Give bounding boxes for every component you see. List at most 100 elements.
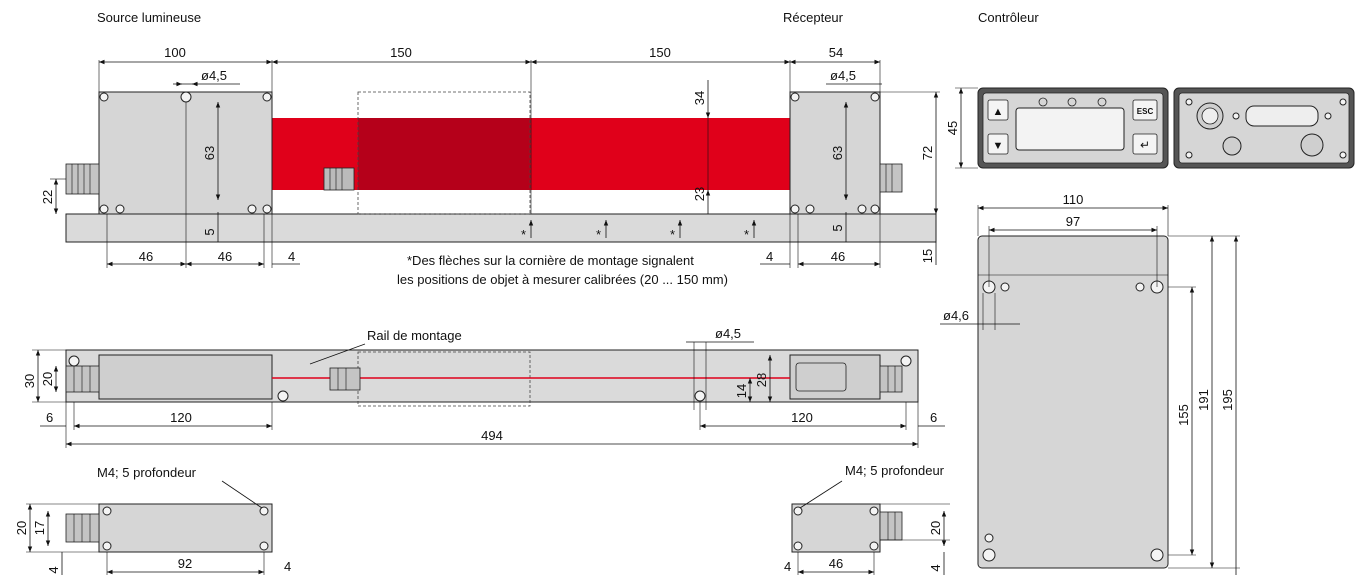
dim-45: 45 bbox=[945, 121, 960, 135]
source-connector bbox=[65, 163, 100, 195]
asterisk: * bbox=[596, 227, 601, 242]
dim-46: 46 bbox=[139, 249, 153, 264]
led-icon bbox=[1067, 97, 1077, 107]
source-bottom bbox=[98, 503, 273, 553]
dim-92: 92 bbox=[178, 556, 192, 571]
controller-body bbox=[977, 235, 1169, 569]
dim-hole-ctrl: ø4,6 bbox=[943, 308, 969, 323]
dim-34: 34 bbox=[692, 91, 707, 105]
down-icon: ▼ bbox=[993, 140, 1004, 152]
screw-icon bbox=[790, 92, 800, 102]
bottom-view-receiver: M4; 5 profondeur 20 4 46 4 bbox=[784, 463, 950, 575]
receiver-title: Récepteur bbox=[783, 10, 844, 25]
dim-20: 20 bbox=[40, 372, 55, 386]
dim-195: 195 bbox=[1220, 389, 1235, 411]
receiver-connector bbox=[879, 163, 903, 193]
led-icon bbox=[1038, 97, 1048, 107]
thread-hole-icon bbox=[102, 541, 112, 551]
screw-icon bbox=[262, 204, 272, 214]
dim-155: 155 bbox=[1176, 404, 1191, 426]
esc-label: ESC bbox=[1137, 107, 1154, 116]
dim-6: 6 bbox=[46, 410, 53, 425]
top-view: Rail de montage ø4,5 30 20 28 14 6 120 1… bbox=[22, 326, 945, 448]
dim-4: 4 bbox=[284, 559, 291, 574]
dim-46: 46 bbox=[829, 556, 843, 571]
dim-22: 22 bbox=[40, 190, 55, 204]
dim-30: 30 bbox=[22, 374, 37, 388]
dim-hole-rcv: ø4,5 bbox=[830, 68, 856, 83]
source-housing bbox=[98, 91, 273, 215]
key-down bbox=[987, 133, 1009, 155]
thread-hole-icon bbox=[793, 541, 803, 551]
thread-hole-icon bbox=[869, 506, 879, 516]
screw-icon bbox=[870, 92, 880, 102]
controller-display bbox=[1015, 107, 1125, 151]
key-up bbox=[987, 99, 1009, 121]
dim-4: 4 bbox=[784, 559, 791, 574]
screw-icon bbox=[805, 204, 815, 214]
mounting-rail-front bbox=[65, 213, 937, 243]
dim-4: 4 bbox=[288, 249, 295, 264]
dim-28: 28 bbox=[754, 373, 769, 387]
screw-icon bbox=[99, 204, 109, 214]
screw-icon bbox=[262, 92, 272, 102]
connector-top bbox=[329, 367, 361, 391]
thread-hole-icon bbox=[259, 506, 269, 516]
dim-23: 23 bbox=[692, 187, 707, 201]
calibration-note-line2: les positions de objet à mesurer calibré… bbox=[397, 272, 728, 287]
connector-small-icon bbox=[1222, 136, 1242, 156]
dim-191: 191 bbox=[1196, 389, 1211, 411]
controller-views: ▲ ▼ ESC ↵ 45 110 bbox=[940, 87, 1355, 575]
dim-hole-src: ø4,5 bbox=[201, 68, 227, 83]
dim-4: 4 bbox=[766, 249, 773, 264]
screw-icon bbox=[115, 204, 125, 214]
source-top bbox=[98, 354, 273, 400]
source-title: Source lumineuse bbox=[97, 10, 201, 25]
screw-icon bbox=[790, 204, 800, 214]
mount-hole-icon bbox=[694, 390, 706, 402]
screw-icon bbox=[1000, 282, 1010, 292]
thread-hole-icon bbox=[869, 541, 879, 551]
up-icon: ▲ bbox=[993, 106, 1004, 118]
dim-494: 494 bbox=[481, 428, 503, 443]
thread-label-right: M4; 5 profondeur bbox=[845, 463, 945, 478]
bottom-view-source: M4; 5 profondeur 20 17 4 92 4 bbox=[14, 465, 291, 575]
enter-icon: ↵ bbox=[1140, 138, 1150, 152]
dim-63: 63 bbox=[202, 146, 217, 160]
led-icon bbox=[1097, 97, 1107, 107]
thread-hole-icon bbox=[259, 541, 269, 551]
mount-hole-icon bbox=[982, 548, 996, 562]
mount-hole-icon bbox=[277, 390, 289, 402]
mount-hole-icon bbox=[1150, 548, 1164, 562]
asterisk: * bbox=[670, 227, 675, 242]
connector-small-icon bbox=[1300, 133, 1324, 157]
dim-6: 6 bbox=[930, 410, 937, 425]
dim-5: 5 bbox=[830, 224, 845, 231]
dim-20: 20 bbox=[14, 521, 29, 535]
measuring-object-outline bbox=[357, 91, 531, 215]
dim-120: 120 bbox=[170, 410, 192, 425]
dim-100: 100 bbox=[164, 45, 186, 60]
screw-icon bbox=[857, 204, 867, 214]
dim-46: 46 bbox=[218, 249, 232, 264]
mount-hole-icon bbox=[900, 355, 912, 367]
thread-hole-icon bbox=[793, 506, 803, 516]
dim-4: 4 bbox=[928, 564, 943, 571]
screw-icon bbox=[247, 204, 257, 214]
dim-72: 72 bbox=[920, 146, 935, 160]
dim-5: 5 bbox=[202, 228, 217, 235]
dim-110: 110 bbox=[1063, 192, 1084, 207]
mount-hole-icon bbox=[68, 355, 80, 367]
dim-63: 63 bbox=[830, 146, 845, 160]
dim-20: 20 bbox=[928, 521, 943, 535]
asterisk: * bbox=[521, 227, 526, 242]
screw-icon bbox=[1135, 282, 1145, 292]
dim-150: 150 bbox=[390, 45, 412, 60]
dim-14: 14 bbox=[734, 384, 749, 398]
controller-title: Contrôleur bbox=[978, 10, 1039, 25]
calibration-arrows: * * * * bbox=[521, 220, 757, 242]
receiver-top bbox=[789, 354, 881, 400]
front-view: * * * * 100 150 150 54 ø4,5 ø4,5 63 63 bbox=[40, 45, 940, 287]
screw-icon bbox=[984, 533, 994, 543]
